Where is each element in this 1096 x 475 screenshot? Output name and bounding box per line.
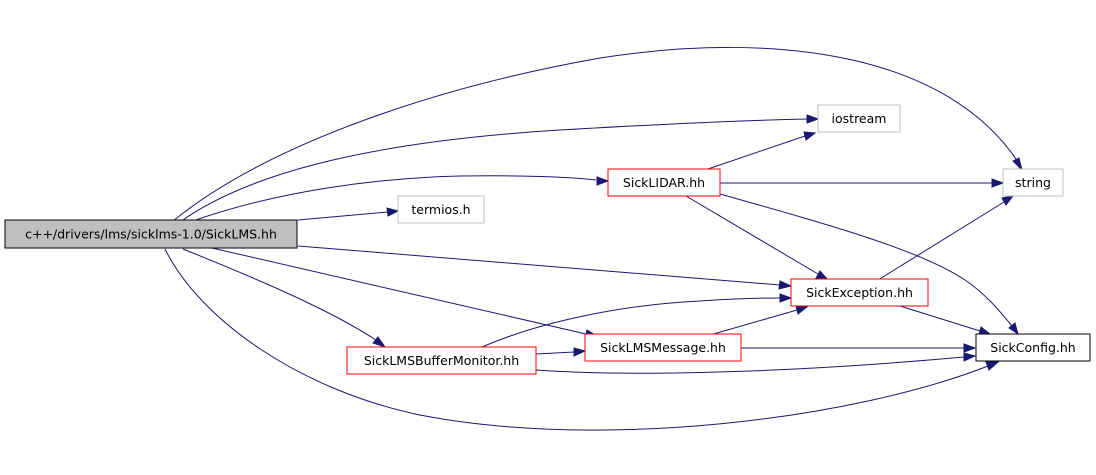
edge-root-buffermonitor-arrowhead	[372, 336, 387, 348]
edge-root-string-arrowhead	[1012, 157, 1023, 172]
edge-buffermonitor-sickexception	[481, 297, 781, 348]
edge-sickexception-sickconfig	[899, 305, 981, 332]
nodes: c++/drivers/lms/sicklms-1.0/SickLMS.hh i…	[4, 104, 1091, 375]
edge-root-iostream	[179, 118, 809, 223]
edge-sickexception-string	[877, 201, 1005, 281]
edge-buffermonitor-lmsmessage-arrowhead	[573, 347, 587, 357]
node-root-box	[4, 219, 298, 249]
edge-sicklidar-string-arrowhead	[991, 178, 1005, 188]
node-root[interactable]: c++/drivers/lms/sicklms-1.0/SickLMS.hh	[4, 219, 298, 249]
edge-sickexception-string-arrowhead	[1001, 195, 1015, 206]
edge-sicklidar-iostream	[704, 135, 806, 171]
edge-buffermonitor-sickconfig-arrowhead	[963, 352, 977, 362]
edge-root-sicklidar	[189, 175, 597, 223]
edge-root-iostream-arrowhead	[806, 114, 820, 124]
node-string-label: string	[1015, 175, 1051, 190]
edge-sicklidar-sickconfig-arrowhead	[1008, 322, 1019, 336]
node-buffermonitor-label: SickLMSBufferMonitor.hh	[364, 353, 519, 368]
edge-sicklidar-sickconfig	[719, 193, 1013, 327]
edge-root-sickconfig-arrowhead	[985, 361, 1000, 371]
node-lmsmessage-label: SickLMSMessage.hh	[600, 340, 726, 355]
node-sicklidar-label: SickLIDAR.hh	[623, 175, 705, 190]
edge-buffermonitor-lmsmessage	[535, 351, 575, 355]
edge-lmsmessage-sickconfig-arrowhead	[963, 343, 977, 353]
node-iostream-box	[817, 104, 901, 133]
node-string-box	[1002, 168, 1064, 197]
node-root-label: c++/drivers/lms/sicklms-1.0/SickLMS.hh	[25, 227, 277, 242]
node-iostream[interactable]: iostream	[817, 104, 901, 133]
edge-root-termios-arrowhead	[386, 207, 400, 217]
edges	[164, 46, 1023, 431]
edge-lmsmessage-sickexception	[709, 309, 798, 336]
node-termios[interactable]: termios.h	[397, 195, 485, 224]
edge-root-buffermonitor	[182, 248, 377, 341]
node-string[interactable]: string	[1002, 168, 1064, 197]
node-sickexception[interactable]: SickException.hh	[790, 278, 929, 307]
edge-root-termios	[297, 211, 389, 221]
edge-root-lmsmessage	[211, 247, 587, 335]
node-sickconfig-box	[975, 333, 1091, 362]
edge-sicklidar-iostream-arrowhead	[803, 131, 817, 141]
node-termios-box	[397, 195, 485, 224]
edge-root-sickexception-arrowhead	[778, 280, 793, 290]
node-sicklidar[interactable]: SickLIDAR.hh	[607, 168, 721, 197]
edge-buffermonitor-sickconfig	[535, 356, 965, 374]
edge-buffermonitor-sickexception-arrowhead	[779, 293, 793, 303]
node-sicklidar-box	[607, 168, 721, 197]
node-buffermonitor[interactable]: SickLMSBufferMonitor.hh	[346, 346, 537, 375]
edge-lmsmessage-sickexception-arrowhead	[795, 305, 809, 315]
node-sickconfig-label: SickConfig.hh	[990, 340, 1075, 355]
edge-root-sickexception	[297, 245, 781, 286]
node-iostream-label: iostream	[832, 111, 887, 126]
edge-root-string	[172, 46, 1021, 222]
edge-sicklidar-sickexception	[685, 195, 819, 275]
node-buffermonitor-box	[346, 346, 537, 375]
edge-root-sicklidar-arrowhead	[596, 176, 610, 186]
edge-root-sickconfig	[164, 248, 989, 431]
node-sickexception-box	[790, 278, 929, 307]
node-lmsmessage[interactable]: SickLMSMessage.hh	[584, 333, 742, 362]
node-lmsmessage-box	[584, 333, 742, 362]
node-sickexception-label: SickException.hh	[806, 285, 913, 300]
node-termios-label: termios.h	[411, 202, 470, 217]
node-sickconfig[interactable]: SickConfig.hh	[975, 333, 1091, 362]
